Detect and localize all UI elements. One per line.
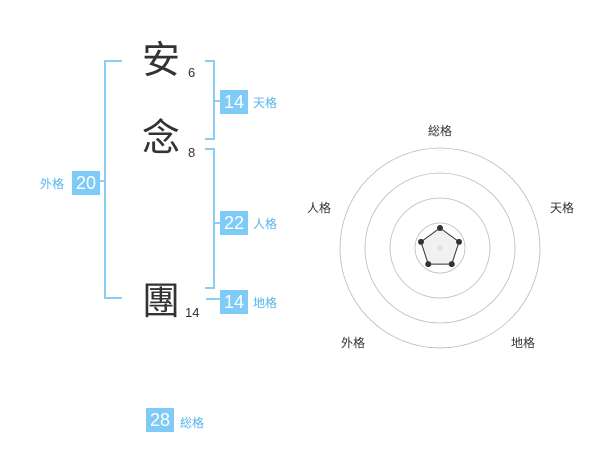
soukaku-score: 28 (146, 408, 174, 432)
jinkaku-label: 人格 (253, 217, 278, 231)
name-char-2: 念 (142, 116, 181, 160)
radar-series-polygon (420, 227, 460, 265)
radar-point-1 (456, 238, 463, 245)
stroke-count-1: 6 (188, 65, 196, 80)
soukaku-label: 総格 (180, 416, 205, 430)
radar-grid-ring (339, 147, 541, 349)
tenkaku-label: 天格 (253, 96, 278, 110)
chikaku-label: 地格 (253, 296, 278, 310)
radar-axis-label-gaikaku: 外格 (341, 336, 366, 350)
radar-axis-label-soukaku: 総格 (428, 124, 453, 138)
radar-axis-label-tenkaku: 天格 (550, 201, 575, 215)
radar-point-0 (437, 225, 443, 231)
radar-point-3 (425, 261, 432, 268)
radar-axis-label-chikaku: 地格 (511, 336, 536, 350)
radar-grid-ring (364, 172, 516, 324)
name-char-3: 團 (142, 279, 181, 323)
stroke-count-2: 8 (188, 145, 196, 160)
chikaku-score: 14 (220, 290, 248, 314)
radar-axis-label-jinkaku: 人格 (307, 201, 332, 215)
radar-grid-ring (389, 197, 491, 299)
name-char-1: 安 (142, 38, 181, 82)
stroke-count-3: 14 (185, 305, 200, 320)
tenkaku-score: 14 (220, 90, 248, 114)
gaikaku-score: 20 (72, 171, 100, 195)
gaikaku-label: 外格 (40, 177, 65, 191)
radar-point-4 (417, 238, 424, 245)
radar-point-2 (448, 261, 455, 268)
jinkaku-score: 22 (220, 211, 248, 235)
radar-grid-ring (414, 222, 466, 274)
